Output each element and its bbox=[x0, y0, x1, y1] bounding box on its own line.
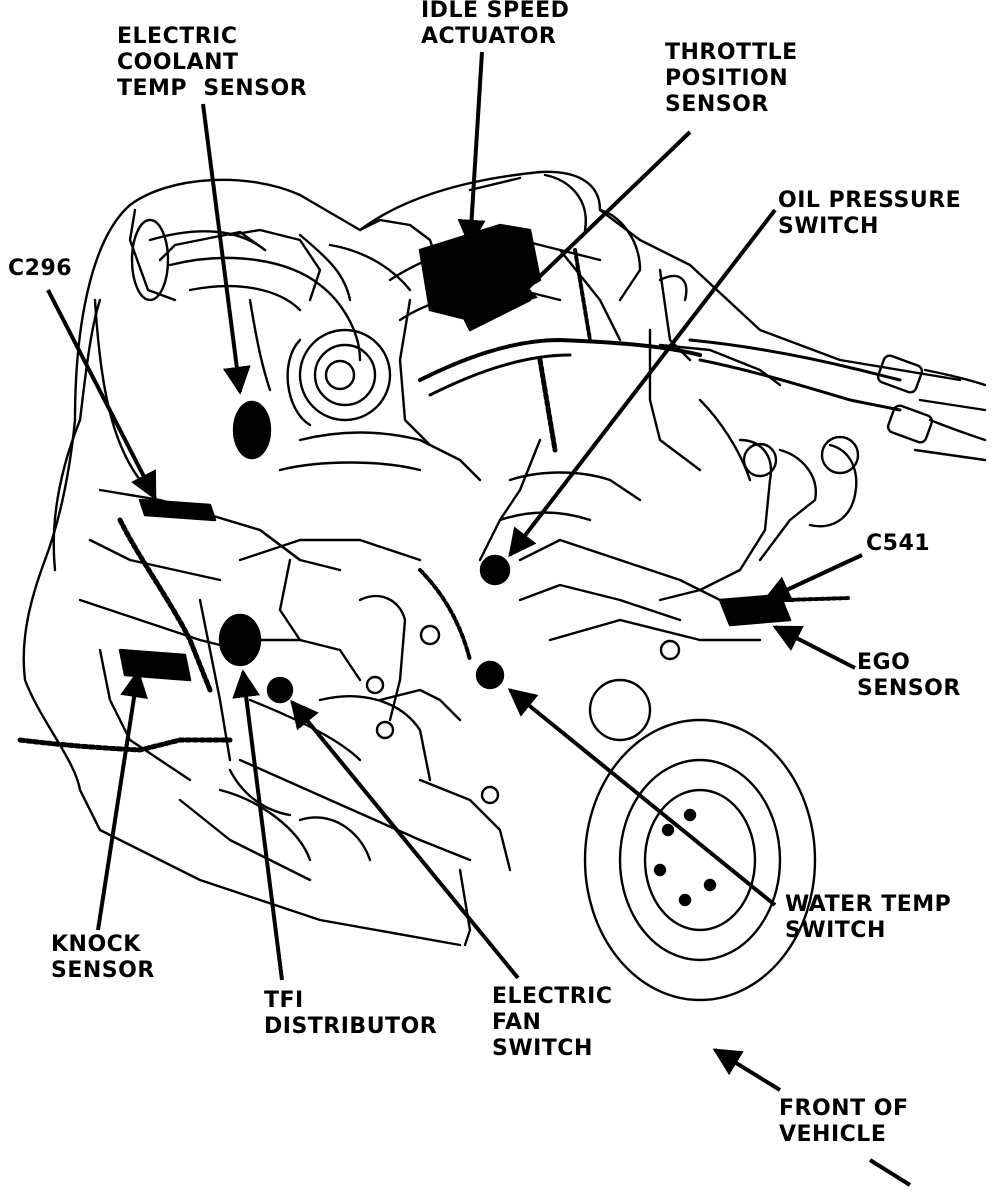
label-front-of-vehicle: FRONT OF VEHICLE bbox=[779, 1096, 908, 1148]
label-line: SWITCH bbox=[778, 214, 879, 239]
label-line: SENSOR bbox=[665, 92, 769, 117]
label-line: COOLANT bbox=[117, 50, 239, 75]
label-line: C541 bbox=[866, 531, 931, 556]
label-electric-fan-switch: ELECTRIC FAN SWITCH bbox=[492, 984, 613, 1062]
label-line: ACTUATOR bbox=[421, 24, 557, 49]
label-c296: C296 bbox=[8, 256, 72, 282]
label-line: ELECTRIC bbox=[492, 984, 613, 1009]
label-line: WATER TEMP bbox=[785, 892, 952, 917]
label-line: OIL PRESSURE bbox=[778, 188, 962, 213]
label-line: C296 bbox=[8, 256, 73, 281]
label-line: SWITCH bbox=[785, 918, 886, 943]
label-line: IDLE SPEED bbox=[421, 0, 570, 23]
label-line: DISTRIBUTOR bbox=[264, 1014, 438, 1039]
label-line: TEMP SENSOR bbox=[117, 76, 308, 101]
label-line: THROTTLE bbox=[665, 40, 798, 65]
engine-illustration bbox=[17, 170, 987, 1002]
label-line: FRONT OF bbox=[779, 1096, 909, 1121]
label-line: EGO bbox=[857, 650, 911, 675]
label-water-temp-switch: WATER TEMP SWITCH bbox=[785, 892, 951, 944]
label-line: SENSOR bbox=[857, 676, 961, 701]
label-line: SENSOR bbox=[51, 958, 155, 983]
label-line: KNOCK bbox=[51, 932, 141, 957]
label-ego-sensor: EGO SENSOR bbox=[857, 650, 961, 702]
callout-lines bbox=[46, 51, 912, 1187]
label-line: TFI bbox=[264, 988, 304, 1013]
label-line: POSITION bbox=[665, 66, 789, 91]
label-line: VEHICLE bbox=[779, 1122, 887, 1147]
label-c541: C541 bbox=[866, 531, 930, 557]
label-tfi-distributor: TFI DISTRIBUTOR bbox=[264, 988, 437, 1040]
label-throttle-position-sensor: THROTTLE POSITION SENSOR bbox=[665, 40, 798, 118]
label-idle-speed-actuator: IDLE SPEED ACTUATOR bbox=[421, 0, 569, 50]
label-line: ELECTRIC bbox=[117, 24, 238, 49]
label-electric-coolant-temp-sensor: ELECTRIC COOLANT TEMP SENSOR bbox=[117, 24, 307, 102]
label-oil-pressure-switch: OIL PRESSURE SWITCH bbox=[778, 188, 961, 240]
label-line: FAN bbox=[492, 1010, 542, 1035]
label-knock-sensor: KNOCK SENSOR bbox=[51, 932, 155, 984]
label-line: SWITCH bbox=[492, 1036, 593, 1061]
